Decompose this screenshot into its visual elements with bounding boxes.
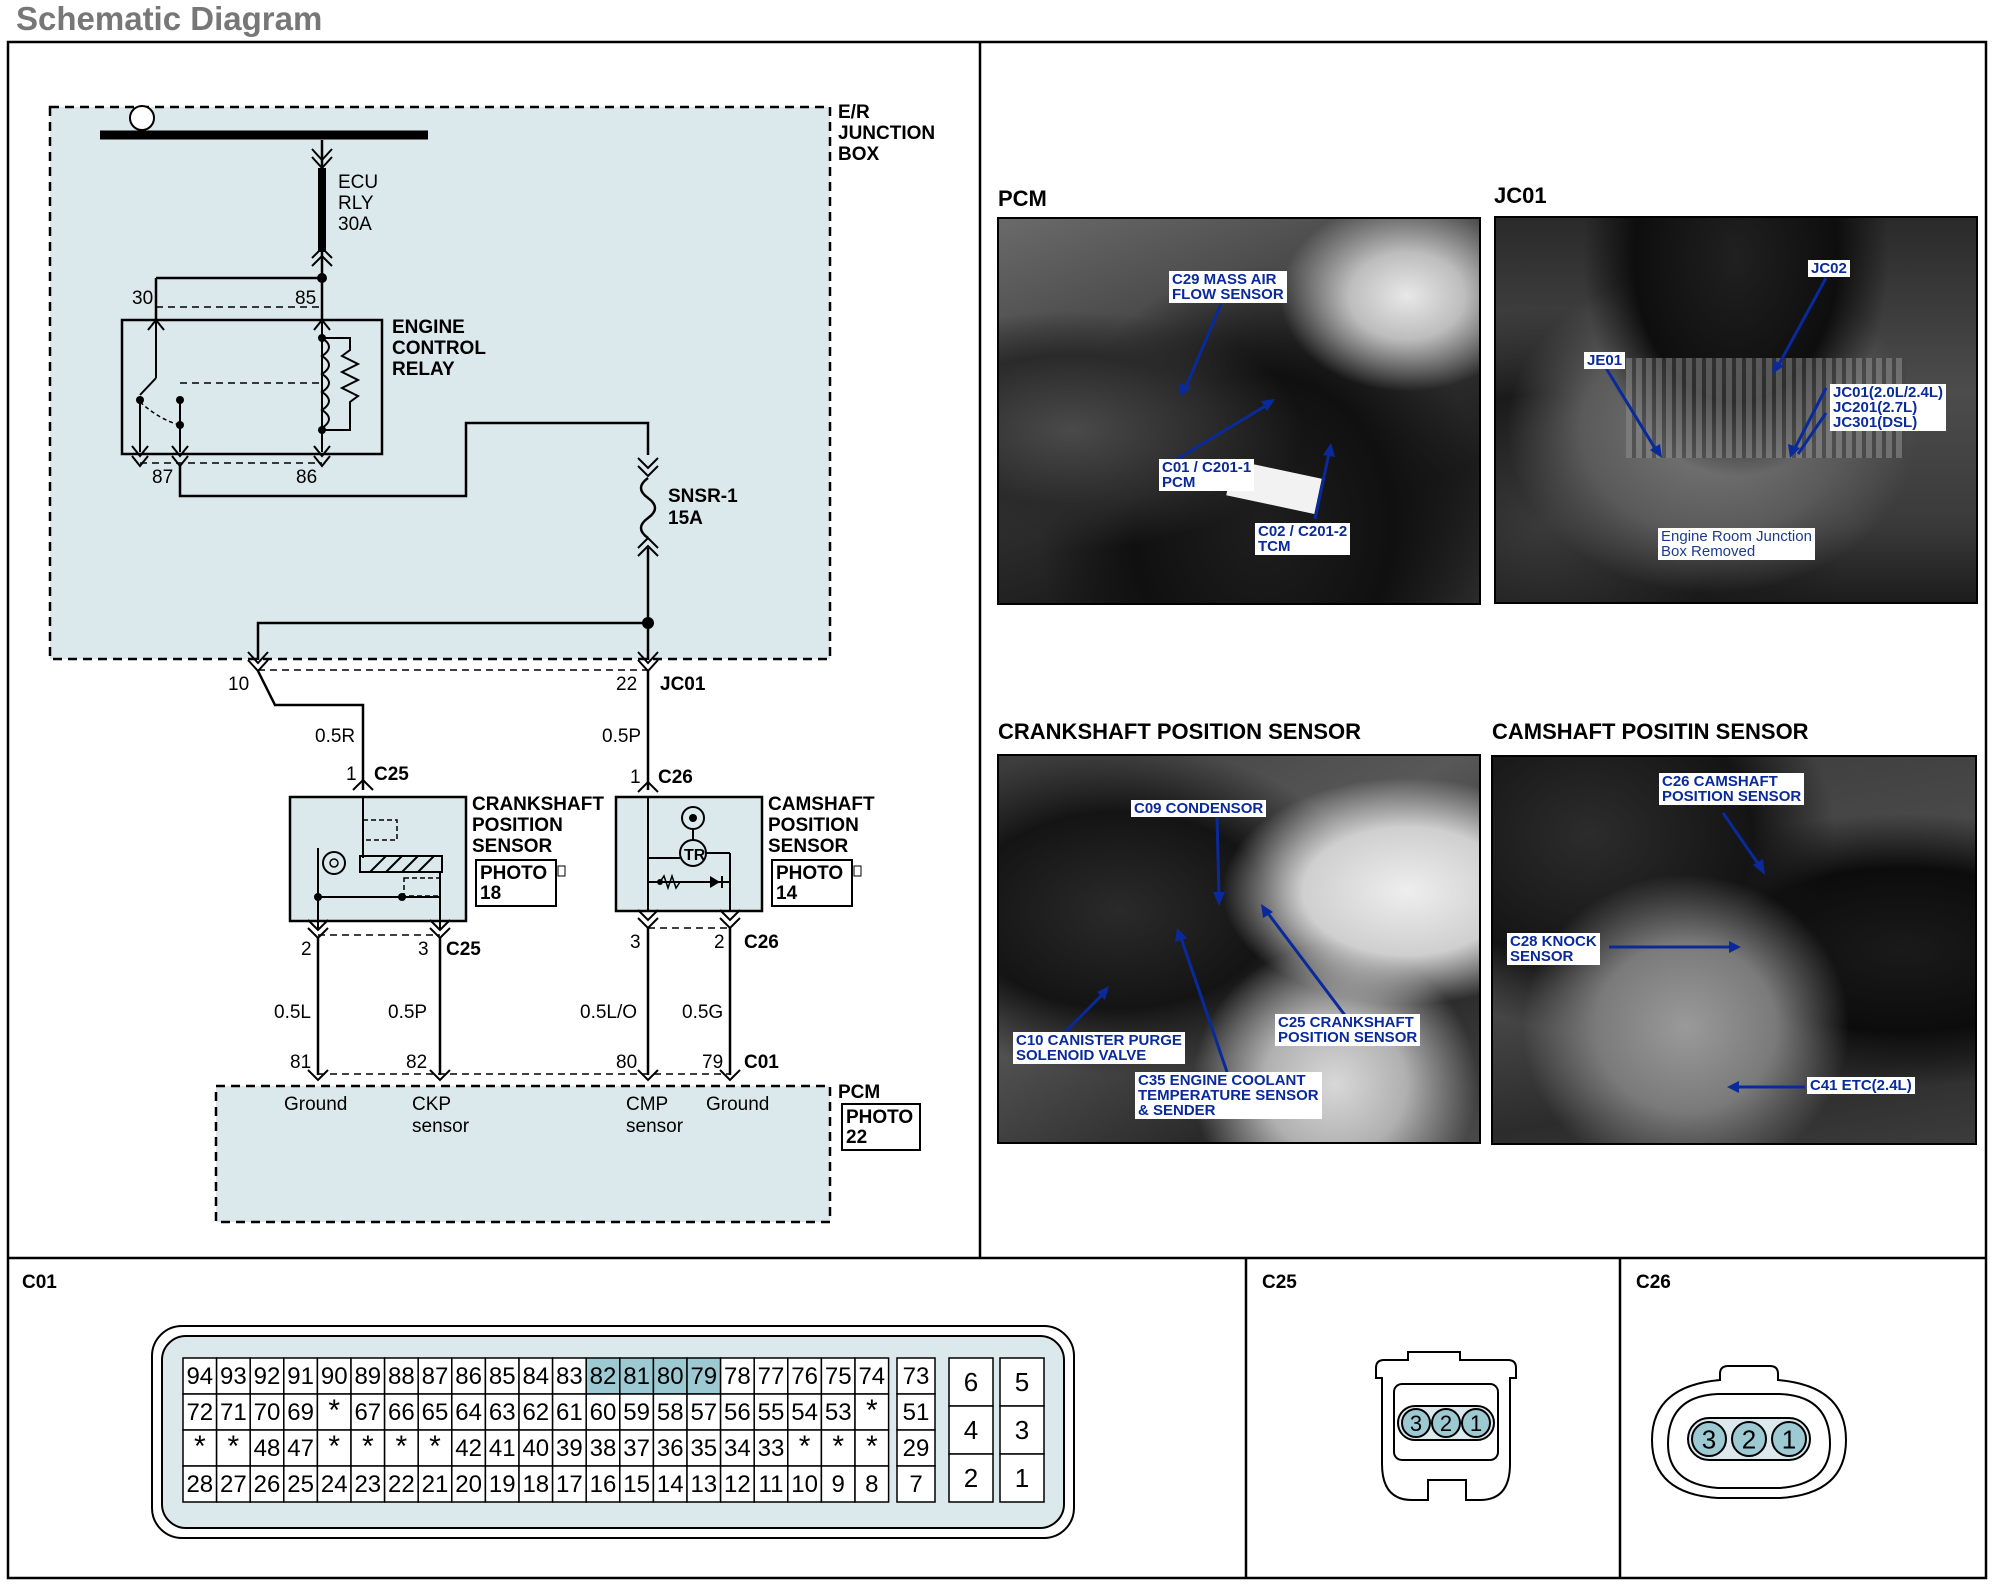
c25-pin-2: 2 <box>301 939 312 960</box>
c26-pin-3: 3 <box>630 932 641 953</box>
callout-c28: C28 KNOCK SENSOR <box>1507 933 1600 965</box>
relay-pin-85: 85 <box>295 288 316 309</box>
callout-c01-pcm: C01 / C201-1 PCM <box>1159 459 1255 491</box>
c26-pin-2: 2 <box>714 932 725 953</box>
photo-title-jc01: JC01 <box>1494 183 1547 208</box>
callout-c41: C41 ETC(2.4L) <box>1807 1077 1915 1094</box>
callout-c35: C35 ENGINE COOLANT TEMPERATURE SENSOR & … <box>1135 1072 1322 1119</box>
callout-je01: JE01 <box>1584 352 1626 369</box>
jc01-pin-22: 22 <box>616 674 637 695</box>
wire-0.5G: 0.5G <box>682 1002 723 1023</box>
c26-pin-1: 1 <box>630 767 641 788</box>
c25-pin-1: 1 <box>346 764 357 785</box>
pcm-pin-79: 79 <box>702 1052 723 1073</box>
callout-engine-room-jb: Engine Room Junction Box Removed <box>1658 528 1815 560</box>
jc01-pin-10: 10 <box>228 674 249 695</box>
c26-top-label: C26 <box>658 767 693 788</box>
wire-0.5P: 0.5P <box>388 1002 427 1023</box>
relay-pin-86: 86 <box>296 467 317 488</box>
wire-0.5L: 0.5L <box>274 1002 311 1023</box>
pcm-pin-82: 82 <box>406 1052 427 1073</box>
engine-control-relay <box>120 318 384 456</box>
photo-jc01: JC02 JE01 JC01(2.0L/2.4L) JC201(2.7L) JC… <box>1494 216 1978 604</box>
callout-c10: C10 CANISTER PURGE SOLENOID VALVE <box>1013 1032 1185 1064</box>
c25-top-label: C25 <box>374 764 409 785</box>
wire-cmp-supply: 0.5P <box>602 726 641 747</box>
junction-box <box>48 105 832 661</box>
callout-c29: C29 MASS AIR FLOW SENSOR <box>1169 271 1287 303</box>
callout-jc01-variants: JC01(2.0L/2.4L) JC201(2.7L) JC301(DSL) <box>1830 384 1947 431</box>
cmp-photo-ref[interactable] <box>771 859 853 907</box>
pcm-label: PCM <box>838 1082 880 1103</box>
jc01-label: JC01 <box>660 674 706 695</box>
c26-bottom-label: C26 <box>744 932 779 953</box>
pcm-photo-ref[interactable] <box>841 1103 921 1151</box>
page-title: Schematic Diagram <box>16 0 323 37</box>
photo-title-pcm: PCM <box>998 186 1047 211</box>
relay-pin-30: 30 <box>132 288 153 309</box>
callout-c09: C09 CONDENSOR <box>1131 800 1267 817</box>
pcm-pin-81: 81 <box>290 1052 311 1073</box>
callout-c25: C25 CRANKSHAFT POSITION SENSOR <box>1275 1014 1421 1046</box>
photo-cmp: C26 CAMSHAFT POSITION SENSOR C28 KNOCK S… <box>1491 755 1977 1145</box>
callout-c02-tcm: C02 / C201-2 TCM <box>1255 523 1351 555</box>
photo-ckp: C09 CONDENSOR C10 CANISTER PURGE SOLENOI… <box>997 754 1481 1144</box>
c25-pin-3: 3 <box>418 939 429 960</box>
photo-pcm: C29 MASS AIR FLOW SENSOR C01 / C201-1 PC… <box>997 217 1481 605</box>
pcm-box <box>214 1084 832 1224</box>
tr-label: TR <box>684 847 706 864</box>
wire-ckp-supply: 0.5R <box>315 726 355 747</box>
wire-0.5L-O: 0.5L/O <box>580 1002 637 1023</box>
c25-bottom-label: C25 <box>446 939 481 960</box>
pcm-pin-80: 80 <box>616 1052 637 1073</box>
callout-c26: C26 CAMSHAFT POSITION SENSOR <box>1659 773 1805 805</box>
c01-schematic-label: C01 <box>744 1052 779 1073</box>
photo-title-cmp: CAMSHAFT POSITIN SENSOR <box>1492 719 1809 744</box>
relay-pin-87: 87 <box>152 467 173 488</box>
photo-title-ckp: CRANKSHAFT POSITION SENSOR <box>998 719 1362 744</box>
pcm-terminal-ground-1: Ground <box>284 1094 347 1115</box>
callout-jc02: JC02 <box>1808 260 1850 277</box>
pcm-terminal-ground-2: Ground <box>706 1094 769 1115</box>
ckp-photo-ref[interactable] <box>475 859 557 907</box>
